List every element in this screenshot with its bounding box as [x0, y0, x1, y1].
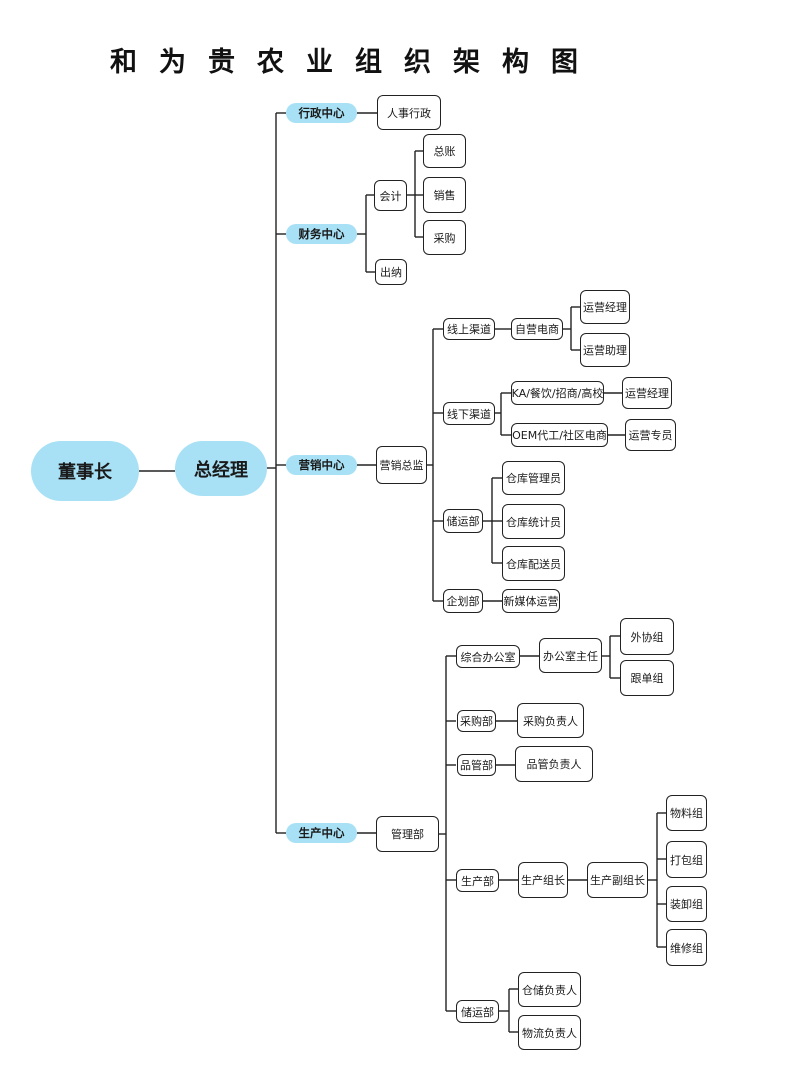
purchasing-head-node: 采购负责人: [517, 703, 584, 738]
ledger-node: 总账: [423, 134, 466, 168]
marketing-center-node: 营销中心: [286, 455, 357, 475]
logistics-dept-node: 储运部: [456, 1000, 499, 1023]
ops-specialist-node: 运营专员: [625, 419, 676, 451]
page-title: 和为贵农业组织架构图: [110, 47, 600, 78]
oem-channel-node: OEM代工/社区电商: [511, 423, 608, 447]
offline-channel-node: 线下渠道: [443, 402, 495, 425]
office-director-node: 办公室主任: [539, 638, 602, 673]
general-office-node: 综合办公室: [456, 645, 520, 668]
purchasing-dept-node: 采购部: [457, 710, 496, 732]
accounting-node: 会计: [374, 180, 407, 211]
self-ecommerce-node: 自营电商: [511, 318, 563, 340]
maintenance-group-node: 维修组: [666, 929, 707, 966]
quality-dept-node: 品管部: [457, 754, 496, 776]
new-media-ops-node: 新媒体运营: [502, 589, 560, 613]
loading-group-node: 装卸组: [666, 886, 707, 922]
storage-head-node: 仓储负责人: [518, 972, 581, 1007]
production-center-node: 生产中心: [286, 823, 357, 843]
outsourcing-group-node: 外协组: [620, 618, 674, 655]
chairman-node: 董事长: [31, 441, 139, 501]
online-channel-node: 线上渠道: [443, 318, 495, 340]
quality-head-node: 品管负责人: [515, 746, 593, 782]
production-deputy-node: 生产副组长: [587, 862, 648, 898]
production-dept-node: 生产部: [456, 869, 499, 892]
materials-group-node: 物料组: [666, 795, 707, 831]
logistics-head-node: 物流负责人: [518, 1015, 581, 1050]
packing-group-node: 打包组: [666, 841, 707, 878]
warehouse-statistician-node: 仓库统计员: [502, 504, 565, 539]
purchasing-acct-node: 采购: [423, 220, 466, 255]
ops-manager-ka-node: 运营经理: [622, 377, 672, 409]
warehouse-manager-node: 仓库管理员: [502, 461, 565, 495]
management-dept-node: 管理部: [376, 816, 439, 852]
general-manager-node: 总经理: [175, 441, 267, 496]
sales-node: 销售: [423, 177, 466, 213]
cashier-node: 出纳: [375, 259, 407, 285]
hr-admin-node: 人事行政: [377, 95, 441, 130]
ops-assistant-node: 运营助理: [580, 333, 630, 367]
order-follow-group-node: 跟单组: [620, 660, 674, 696]
planning-dept-node: 企划部: [443, 589, 483, 613]
finance-center-node: 财务中心: [286, 224, 357, 244]
production-leader-node: 生产组长: [518, 862, 568, 898]
admin-center-node: 行政中心: [286, 103, 357, 123]
mkt-warehouse-dept-node: 储运部: [443, 509, 483, 533]
marketing-director-node: 营销总监: [376, 446, 427, 484]
ka-channel-node: KA/餐饮/招商/高校: [511, 381, 604, 405]
warehouse-delivery-node: 仓库配送员: [502, 546, 565, 581]
ops-manager-online-node: 运营经理: [580, 290, 630, 324]
